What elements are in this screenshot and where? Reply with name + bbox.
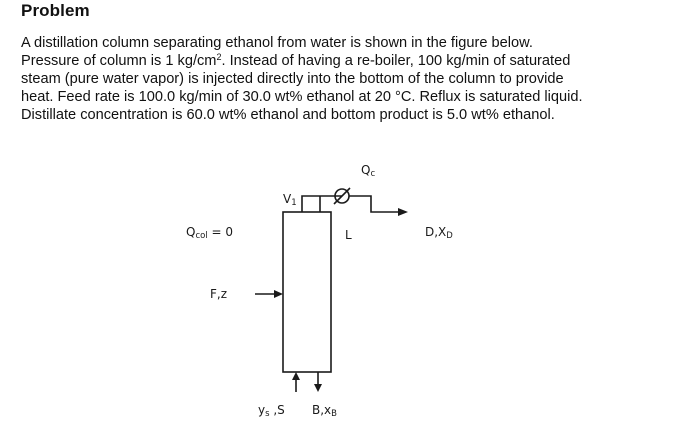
problem-line-4: heat. Feed rate is 100.0 kg/min of 30.0 … bbox=[21, 89, 583, 105]
qcol-label: Qcol = 0 bbox=[186, 225, 234, 241]
bottoms-label: B,xB bbox=[312, 403, 337, 419]
distillate-line bbox=[349, 195, 399, 213]
reflux-label: L bbox=[345, 228, 352, 242]
feed-arrowhead bbox=[274, 290, 283, 298]
vapor-line bbox=[301, 195, 342, 212]
pressure-text: Pressure of column is 1 kg/cm bbox=[21, 53, 217, 69]
column-body bbox=[282, 211, 332, 373]
v1-label: V1 bbox=[283, 192, 297, 208]
steam-arrowhead bbox=[292, 372, 300, 380]
pressure-text-rest: . Instead of having a re-boiler, 100 kg/… bbox=[221, 53, 571, 69]
qc-label: Qc bbox=[361, 163, 376, 179]
distillate-arrowhead bbox=[398, 208, 408, 216]
feed-label: F,z bbox=[210, 287, 228, 301]
condenser-icon bbox=[334, 188, 350, 204]
problem-statement: A distillation column separating ethanol… bbox=[21, 34, 693, 124]
problem-line-5: Distillate concentration is 60.0 wt% eth… bbox=[21, 107, 555, 123]
pressure-unit-exponent: 2 bbox=[216, 52, 222, 62]
problem-line-3: steam (pure water vapor) is injected dir… bbox=[21, 71, 564, 87]
condenser-slash bbox=[333, 187, 351, 205]
steam-label: ys ,S bbox=[258, 403, 285, 419]
distillate-label: D,XD bbox=[425, 225, 453, 241]
bottoms-arrowhead bbox=[314, 384, 322, 392]
problem-line-2: Pressure of column is 1 kg/cm2. Instead … bbox=[21, 52, 693, 70]
problem-heading: Problem bbox=[21, 1, 90, 20]
problem-line-1: A distillation column separating ethanol… bbox=[21, 35, 533, 51]
